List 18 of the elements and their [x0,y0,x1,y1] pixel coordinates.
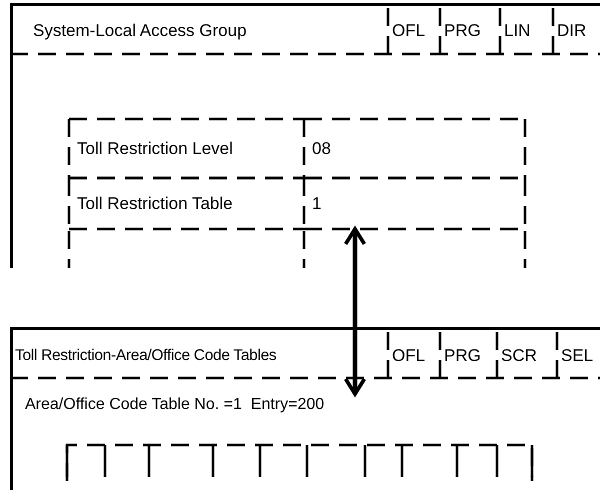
menu-tab: PRG [440,6,500,56]
window-panel [10,3,600,268]
menu-tab: OFL [388,330,440,381]
label-cell: Toll Restriction Table [69,178,304,229]
menu-tab: OFL [388,6,440,56]
double-arrow [344,227,366,396]
menu-tab: DIR [553,6,600,56]
menu-tab: PRG [440,330,497,381]
menu-tab: SEL [557,330,600,381]
label-cell: Toll Restriction Level [69,119,304,178]
info-line: Area/Office Code Table No. =1 Entry=200 [21,394,581,420]
value-cell: 08 [304,119,525,178]
window-title: Toll Restriction-Area/Office Code Tables [15,346,276,366]
window-panel [10,327,600,490]
window-title: System-Local Access Group [33,21,247,41]
menu-tab: SCR [497,330,557,381]
menu-tab: LIN [500,6,553,56]
value-cell: 1 [304,178,525,229]
